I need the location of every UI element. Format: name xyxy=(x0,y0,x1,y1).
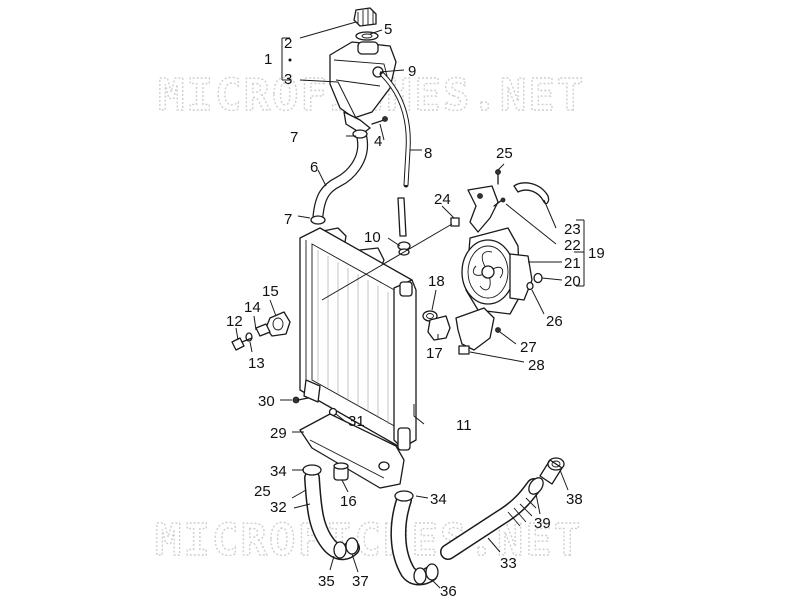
callout-14: 14 xyxy=(244,299,261,316)
callout-31: 31 xyxy=(348,413,365,430)
callout-9: 9 xyxy=(408,63,416,80)
callout-33: 33 xyxy=(500,555,517,572)
callout-15: 15 xyxy=(262,283,279,300)
callout-18: 18 xyxy=(428,273,445,290)
callout-19: 19 xyxy=(588,245,605,262)
callout-10: 10 xyxy=(364,229,381,246)
callout-30: 30 xyxy=(258,393,275,410)
callout-39: 39 xyxy=(534,515,551,532)
callout-37: 37 xyxy=(352,573,369,590)
radiator-cap-group xyxy=(422,310,451,341)
callout-38: 38 xyxy=(566,491,583,508)
callout-3: 3 xyxy=(284,71,292,88)
callout-22: 22 xyxy=(564,237,581,254)
callout-4: 4 xyxy=(374,133,382,150)
callout-24: 24 xyxy=(434,191,451,208)
callout-7-upper: 7 xyxy=(290,129,298,146)
lower-pipes xyxy=(299,413,565,586)
callout-36: 36 xyxy=(440,583,457,600)
callout-32: 32 xyxy=(270,499,287,516)
callout-5: 5 xyxy=(384,21,392,38)
mounting-hardware-left xyxy=(231,311,338,417)
leader-lines xyxy=(235,21,585,589)
callout-7-lower: 7 xyxy=(284,211,292,228)
callout-21: 21 xyxy=(564,255,581,272)
callout-16: 16 xyxy=(340,493,357,510)
callout-28: 28 xyxy=(528,357,545,374)
watermark-bottom: MICROFICHES.NET xyxy=(155,515,582,566)
callout-34-left: 34 xyxy=(270,463,287,480)
callout-6: 6 xyxy=(310,159,318,176)
hoses-upper xyxy=(310,71,411,251)
callout-25-lower: 25 xyxy=(254,483,271,500)
callout-17: 17 xyxy=(426,345,443,362)
callout-29: 29 xyxy=(270,425,287,442)
callout-34-right: 34 xyxy=(430,491,447,508)
radiator-assembly xyxy=(299,227,417,451)
callout-8: 8 xyxy=(424,145,432,162)
callout-35: 35 xyxy=(318,573,335,590)
callout-20: 20 xyxy=(564,273,581,290)
callout-13: 13 xyxy=(248,355,265,372)
callout-26: 26 xyxy=(546,313,563,330)
callout-1: 1 xyxy=(264,51,272,68)
callout-2: 2 xyxy=(284,35,292,52)
callout-27: 27 xyxy=(520,339,537,356)
callout-25-upper: 25 xyxy=(496,145,513,162)
callout-12: 12 xyxy=(226,313,243,330)
callout-labels: 1 2 3 4 5 6 7 7 8 9 10 11 12 13 14 15 16… xyxy=(226,21,605,600)
fan-group xyxy=(450,169,550,355)
callout-11: 11 xyxy=(456,417,472,434)
callout-23: 23 xyxy=(564,221,581,238)
